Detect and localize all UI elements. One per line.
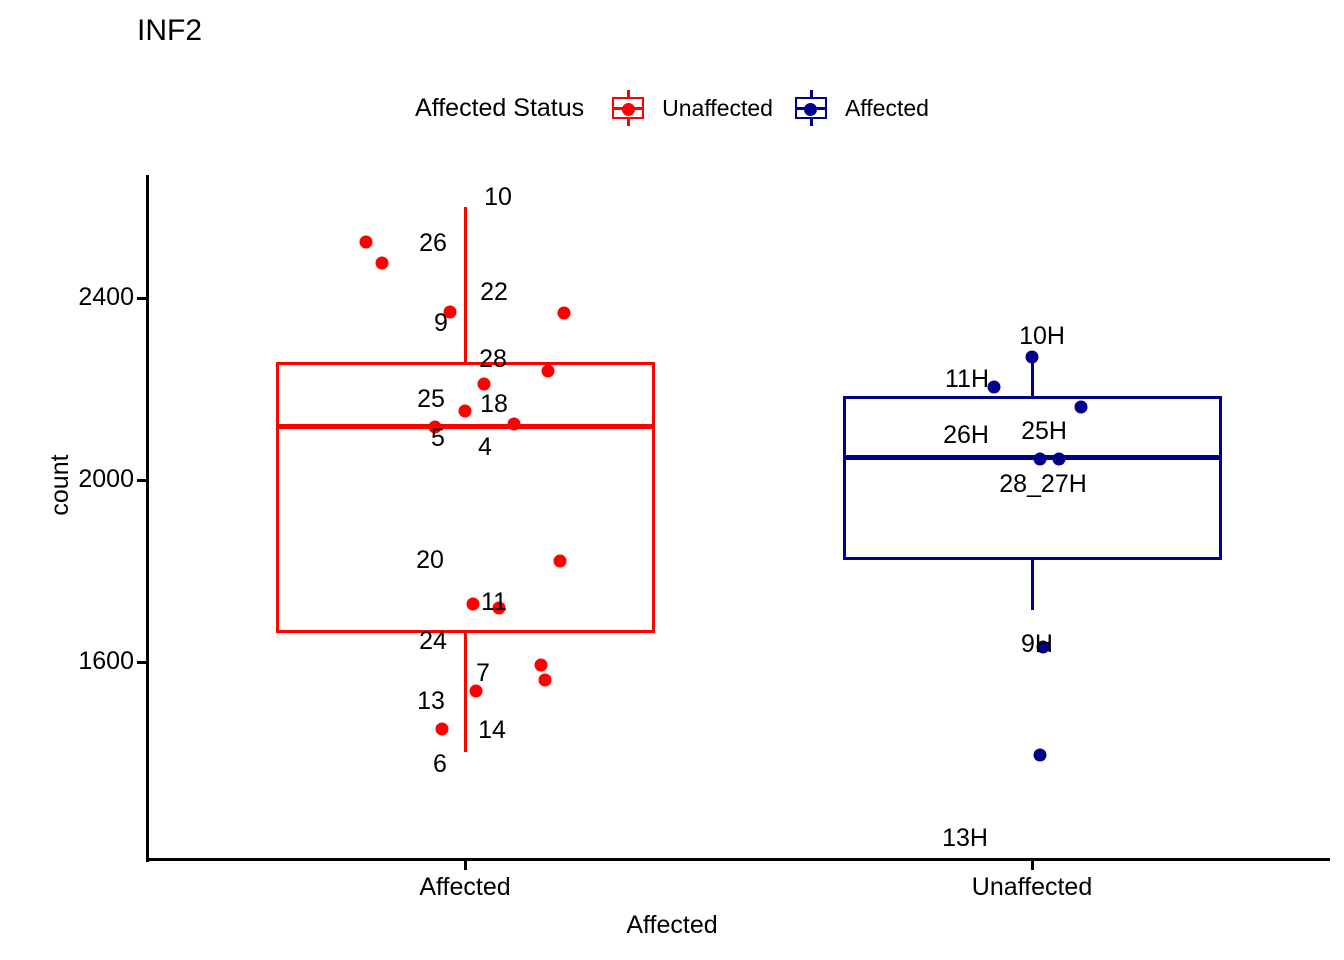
box-unaffected	[842, 395, 1222, 560]
x-axis-tick	[464, 861, 467, 870]
data-point[interactable]	[541, 364, 555, 378]
whisker-lower	[463, 633, 467, 753]
data-point[interactable]	[1052, 452, 1066, 466]
data-point[interactable]	[1025, 350, 1039, 364]
data-point-label: 10H	[1019, 322, 1065, 350]
y-axis-tick	[137, 297, 146, 300]
whisker-lower	[1030, 559, 1034, 611]
legend-title: Affected Status	[415, 94, 585, 122]
x-axis-tick	[1031, 861, 1034, 870]
y-axis-tick	[137, 661, 146, 664]
data-point-label: 14	[478, 716, 506, 744]
data-point-label: 6	[433, 750, 447, 778]
median-line-unaffected	[842, 455, 1222, 461]
data-point-label: 13H	[942, 824, 988, 852]
data-point-label: 4	[478, 433, 492, 461]
legend-label-unaffected: Unaffected	[662, 95, 773, 121]
whisker-upper	[1030, 358, 1034, 396]
data-point[interactable]	[435, 722, 449, 736]
data-point-label: 22	[480, 278, 508, 306]
x-axis-title: Affected	[626, 911, 718, 939]
box-affected	[275, 362, 655, 634]
legend-item-unaffected[interactable]: Unaffected	[606, 90, 773, 126]
data-point[interactable]	[557, 306, 571, 320]
data-point[interactable]	[1033, 748, 1047, 762]
y-axis-title: count	[46, 454, 74, 516]
data-point[interactable]	[553, 554, 567, 568]
y-axis-tick-label: 1600	[78, 647, 134, 675]
data-point-label: 18	[480, 390, 508, 418]
data-point-label: 9	[434, 309, 448, 337]
data-point[interactable]	[458, 404, 472, 418]
data-point-label: 28_27H	[999, 470, 1087, 498]
data-point[interactable]	[359, 235, 373, 249]
data-point-label: 26	[419, 229, 447, 257]
legend-item-affected[interactable]: Affected	[789, 90, 929, 126]
data-point[interactable]	[534, 658, 548, 672]
data-point-label: 20	[416, 546, 444, 574]
y-axis-tick-label: 2000	[78, 465, 134, 493]
data-point-label: 28	[479, 345, 507, 373]
y-axis-line	[146, 175, 149, 862]
data-point-label: 10	[484, 183, 512, 211]
data-point-label: 26H	[943, 421, 989, 449]
data-point[interactable]	[443, 305, 457, 319]
data-point-label: 11H	[944, 365, 990, 393]
data-point-label: 24	[419, 627, 447, 655]
data-point-label: 5	[431, 424, 445, 452]
plot-panel	[148, 175, 1330, 860]
y-axis-tick-label: 2400	[78, 283, 134, 311]
plot-title: INF2	[137, 14, 203, 47]
data-point[interactable]	[1036, 640, 1050, 654]
y-axis-tick	[137, 479, 146, 482]
legend-label-affected: Affected	[844, 95, 929, 121]
data-point[interactable]	[538, 673, 552, 687]
x-axis-tick-label: Affected	[419, 873, 511, 901]
legend: Affected Status Unaffected Affected	[0, 88, 1344, 128]
data-point[interactable]	[375, 256, 389, 269]
x-axis-tick-label: Unaffected	[971, 873, 1093, 901]
median-line-affected	[275, 423, 655, 429]
data-point-label: 13	[417, 687, 445, 715]
boxplot-key-icon-unaffected	[606, 90, 652, 126]
whisker-upper	[463, 207, 467, 363]
data-point[interactable]	[469, 684, 483, 698]
data-point-label: 7	[476, 659, 490, 687]
data-point-label: 11	[481, 588, 507, 616]
data-point[interactable]	[1074, 400, 1088, 414]
data-point-label: 25	[417, 385, 445, 413]
data-point[interactable]	[507, 417, 521, 431]
data-point-label: 9H	[1021, 630, 1053, 658]
data-point-label: 25H	[1021, 417, 1067, 445]
data-point[interactable]	[987, 380, 1001, 394]
data-point[interactable]	[428, 420, 442, 434]
data-point[interactable]	[1033, 452, 1047, 466]
data-point[interactable]	[492, 601, 506, 615]
x-axis-line	[148, 858, 1330, 861]
data-point[interactable]	[477, 377, 491, 391]
boxplot-key-icon-affected	[789, 90, 835, 126]
data-point[interactable]	[466, 597, 480, 611]
